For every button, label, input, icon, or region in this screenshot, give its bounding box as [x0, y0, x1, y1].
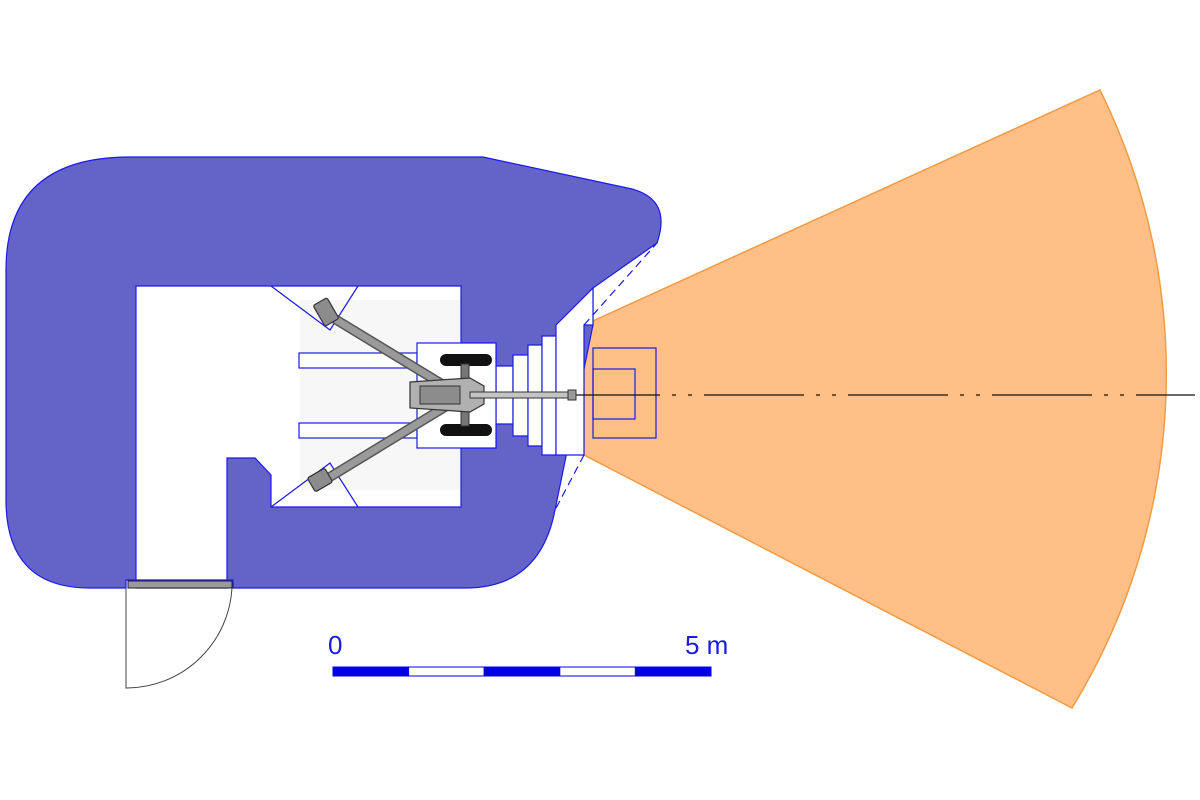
door-icon — [125, 580, 233, 689]
scale-bar — [332, 666, 712, 677]
scale-bar-segment — [634, 666, 712, 677]
field-gun-icon — [307, 297, 577, 492]
spade-pits — [270, 285, 359, 508]
scale-bar-segment — [332, 666, 410, 677]
embrasure-frame — [592, 347, 657, 439]
scale-start-label: 0 — [328, 630, 342, 660]
scale-bar-segment — [559, 666, 636, 677]
scale-bar-segment — [408, 666, 485, 677]
scale-end-label: 5 m — [685, 630, 728, 660]
firing-sector — [583, 89, 1168, 709]
sight-lines — [554, 242, 658, 511]
scale-bar-segment — [483, 666, 561, 677]
